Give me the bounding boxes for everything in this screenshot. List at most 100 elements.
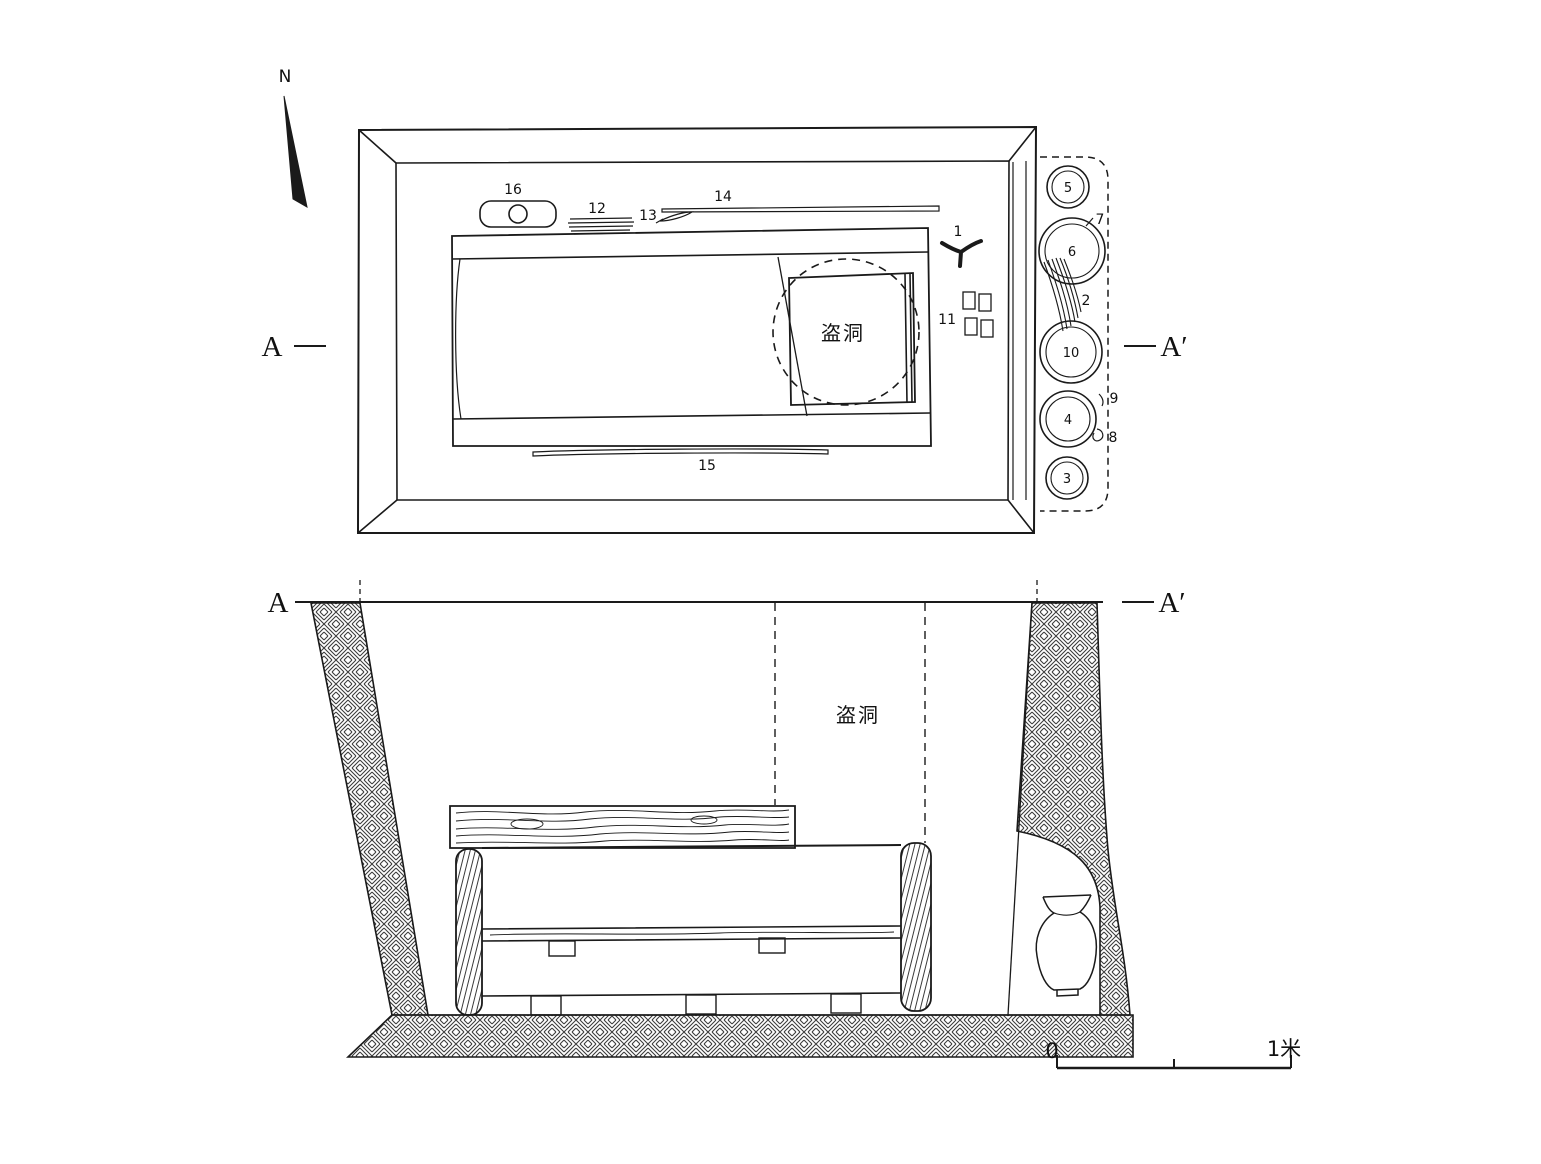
find-4-label: 4 — [1064, 413, 1072, 428]
scale-bar-ticks — [1056, 1055, 1292, 1068]
vessel-3-outer — [1045, 456, 1089, 500]
chamber-outline — [451, 227, 932, 447]
find-2-sheaf — [1043, 257, 1082, 332]
find-15-rod — [532, 448, 829, 457]
vessel-6-inner — [1044, 223, 1100, 279]
find-8-label: 8 — [1109, 430, 1118, 446]
find-11-piece — [962, 291, 976, 310]
coffin-foot — [685, 994, 717, 1015]
pit-corner-bevels — [357, 126, 1037, 534]
find-2-label: 2 — [1082, 293, 1091, 309]
vessel-6: 6 — [1038, 217, 1106, 285]
find-1-object — [940, 239, 983, 268]
plan-view: N A A′ 盗洞 16 — [262, 67, 1188, 534]
find-16: 16 — [479, 182, 557, 228]
cover-plank-outline — [449, 805, 796, 849]
pit-outer-edge — [356, 125, 1038, 534]
find-7: 7 — [1085, 212, 1104, 228]
find-16-box — [479, 200, 557, 228]
find-8: 8 — [1092, 428, 1118, 446]
chamber-bottom-plank-line — [452, 412, 931, 420]
coffin-foot — [530, 995, 562, 1016]
plan-robber-hole-label: 盗洞 — [821, 321, 865, 345]
north-label: N — [279, 67, 292, 87]
coffin-foot — [830, 993, 862, 1014]
find-12-label: 12 — [588, 201, 606, 217]
find-16-label: 16 — [504, 182, 522, 198]
find-3-label: 3 — [1063, 472, 1071, 487]
find-14: 14 — [661, 189, 940, 213]
find-9: 9 — [1098, 391, 1119, 407]
find-5-label: 5 — [1064, 181, 1072, 196]
niche-jamb-line — [1007, 602, 1033, 1016]
vessel-10: 10 — [1039, 320, 1103, 384]
section-marker-a-prime: A′ — [1158, 587, 1185, 619]
find-7-mark — [1085, 217, 1094, 227]
pit-right-wall-planks — [1012, 161, 1027, 500]
coffin-top-line — [481, 844, 902, 849]
find-1-label: 1 — [954, 224, 963, 240]
inner-coffin-end-boards — [904, 273, 913, 404]
niche-dashed-boundary — [1040, 156, 1109, 512]
vessel-profile — [1035, 894, 1098, 991]
find-13: 13 — [639, 208, 695, 224]
find-11-piece — [980, 319, 994, 338]
vessel-5: 5 — [1046, 165, 1090, 209]
find-13-object — [655, 211, 695, 224]
plan-marker-a-prime: A′ — [1160, 331, 1187, 363]
find-11-piece — [964, 317, 978, 336]
floor-earth — [346, 1014, 1134, 1058]
find-2: 2 — [1043, 257, 1091, 332]
find-9-mark — [1098, 393, 1104, 407]
find-11-piece — [978, 293, 992, 312]
scale-bar: 0 1米 — [1045, 1037, 1301, 1070]
find-6-label: 6 — [1068, 245, 1076, 260]
vessel-10-inner — [1045, 326, 1097, 378]
vessel-rim-line — [1042, 894, 1092, 898]
vessel-6-outer — [1038, 217, 1106, 285]
chamber-cover-plank — [449, 805, 796, 849]
find-11-label: 11 — [938, 312, 956, 328]
find-13-label: 13 — [639, 208, 657, 224]
niche-plan: 5 6 10 4 3 — [1038, 156, 1119, 512]
left-wall-earth — [310, 602, 429, 1016]
find-15-label: 15 — [698, 458, 716, 474]
find-11: 11 — [938, 291, 994, 338]
chamber-plan — [451, 227, 932, 447]
scale-unit-label: 1米 — [1267, 1037, 1301, 1061]
plan-marker-a: A — [262, 331, 283, 363]
vessel-4: 4 — [1039, 390, 1097, 448]
north-arrow: N — [279, 67, 308, 208]
vessel-5-outer — [1046, 165, 1090, 209]
find-14-label: 14 — [714, 189, 732, 205]
vessel-foot — [1056, 989, 1079, 997]
section-robber-hole-label: 盗洞 — [836, 703, 880, 727]
vessel-4-inner — [1045, 396, 1091, 442]
scale-zero-label: 0 — [1045, 1039, 1058, 1063]
find-15: 15 — [532, 448, 829, 474]
vessel-3-inner — [1050, 461, 1084, 495]
find-12: 12 — [567, 201, 635, 235]
under-floor-block — [758, 937, 786, 954]
niche-vessel — [1035, 894, 1098, 997]
under-floor-block — [548, 940, 576, 957]
coffin-section — [455, 842, 932, 1016]
vessel-5-inner — [1051, 170, 1085, 204]
coffin-right-end-board — [900, 842, 932, 1012]
vessel-10-outer — [1039, 320, 1103, 384]
robber-hole-circle — [772, 258, 920, 406]
find-8-mark — [1092, 428, 1104, 442]
find-10-label: 10 — [1063, 346, 1080, 361]
find-14-rod — [661, 205, 940, 213]
chamber-top-plank-line — [451, 251, 929, 260]
find-9-label: 9 — [1110, 391, 1119, 407]
inner-coffin-outline — [788, 272, 916, 406]
chamber-displaced-board-line — [777, 256, 808, 417]
find-1: 1 — [940, 224, 983, 268]
find-12-strands — [567, 217, 635, 235]
find-16-hole — [508, 204, 528, 224]
section-view: A A′ 盗洞 — [268, 580, 1301, 1070]
right-wall-earth — [1016, 602, 1131, 1016]
